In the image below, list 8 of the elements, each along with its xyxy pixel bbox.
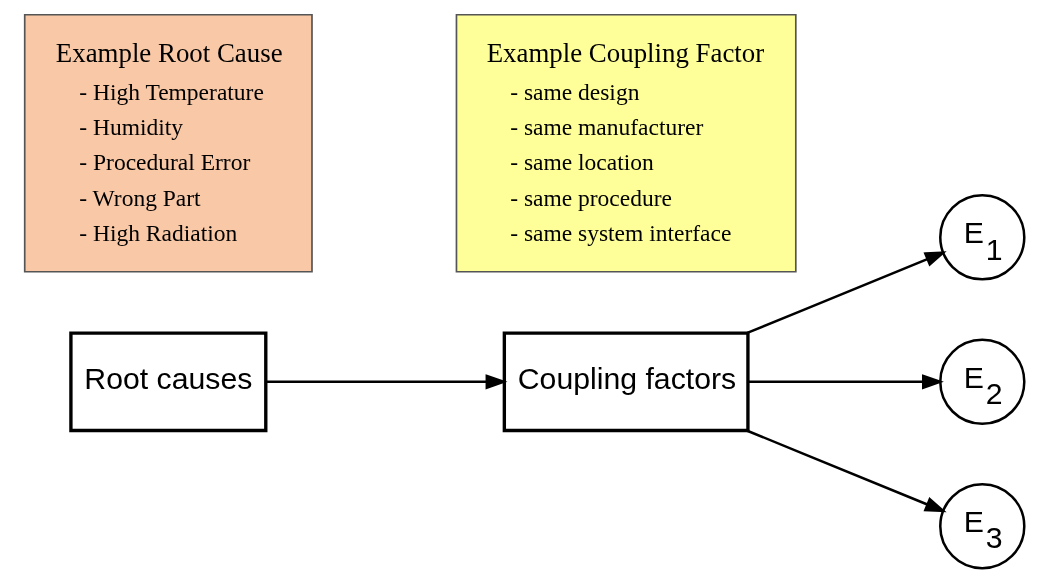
arrow [746,251,947,335]
node-box: Root causes [69,331,268,433]
arrow [746,429,947,513]
node-box: Example Root Cause - High Temperature - Humidity - Procedural Error - Wrong Part - High Radiation [23,13,313,273]
arrow [748,374,944,390]
arrow [265,374,508,390]
node-box: Coupling factors [502,331,750,433]
node-box: Example Coupling Factor - same design - same manufacturer - same location - same procedure - same system interface [455,13,797,273]
